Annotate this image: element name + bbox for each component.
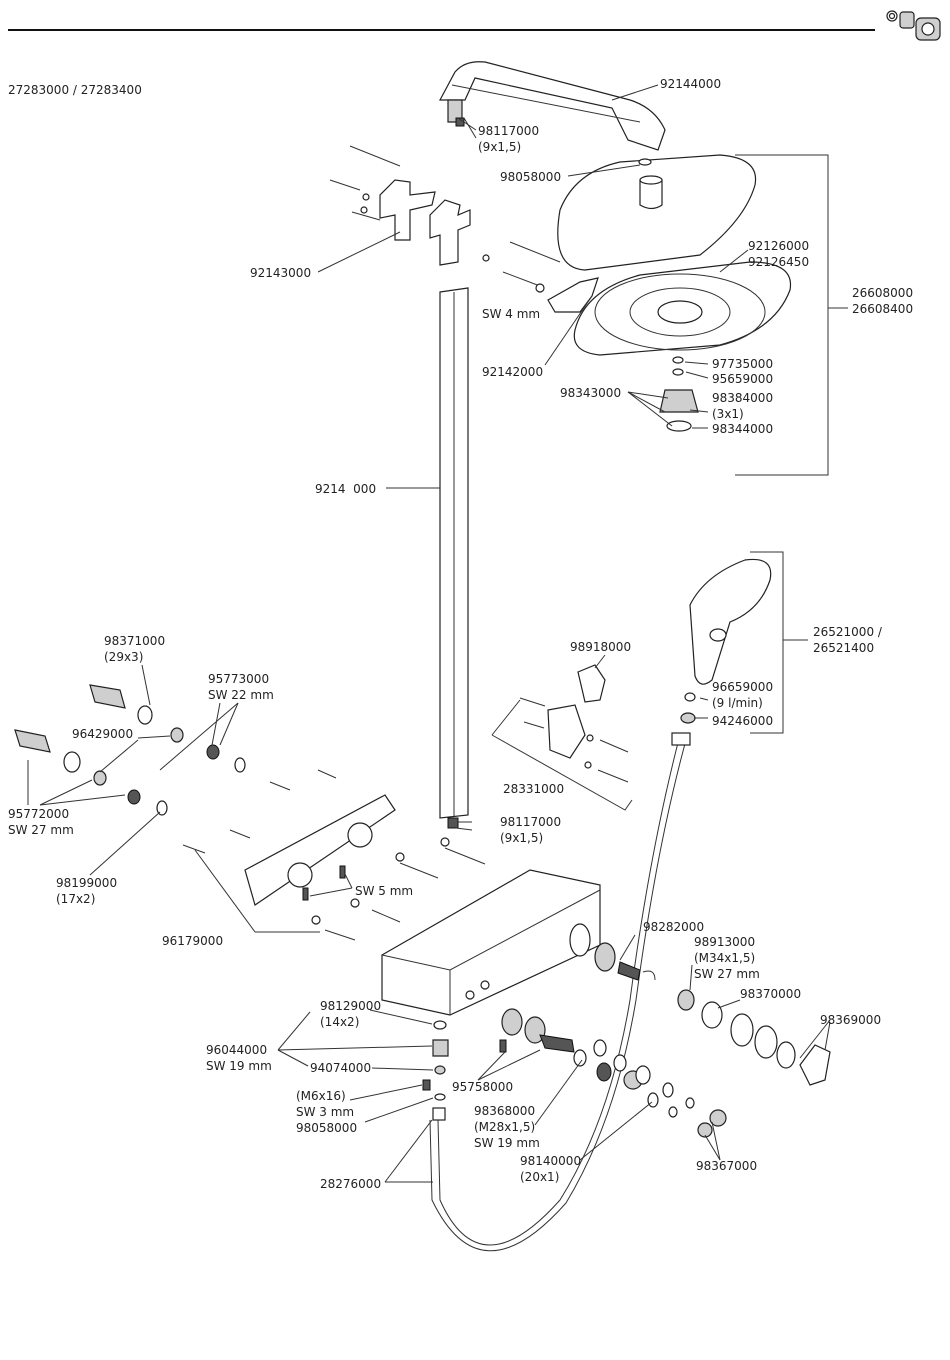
label-98368000: 98368000 (M28x1,5) SW 19 mm xyxy=(474,1104,540,1150)
outlet-parts xyxy=(422,1020,449,1121)
label-98370000: 98370000 xyxy=(740,987,802,1001)
wall-brackets xyxy=(329,145,471,266)
label-98343000: 98343000 xyxy=(560,386,622,400)
label-98058000-top: 98058000 xyxy=(500,170,562,184)
label-98344000: 98344000 xyxy=(712,422,774,436)
s-union-connectors xyxy=(14,684,246,816)
hand-shower-holder xyxy=(519,664,629,783)
label-92143000: 92143000 xyxy=(250,266,312,280)
label-96659000: 96659000 (9 l/min) xyxy=(712,680,774,710)
label-98918000: 98918000 xyxy=(570,640,632,654)
shower-arm xyxy=(438,61,666,151)
flow-cartridge xyxy=(659,356,699,432)
label-96179000: 96179000 xyxy=(162,934,224,948)
label-28276000: 28276000 xyxy=(320,1177,382,1191)
label-98129000: 98129000 (14x2) xyxy=(320,999,382,1029)
label-96429000: 96429000 xyxy=(72,727,134,741)
label-92144000: 92144000 xyxy=(660,77,722,91)
riser-pipe xyxy=(439,287,469,829)
shower-hose xyxy=(437,734,681,1246)
label-m6x16: (M6x16) SW 3 mm 98058000 xyxy=(296,1089,358,1135)
label-98367000: 98367000 xyxy=(696,1159,758,1173)
model-number: 27283000 / 27283400 xyxy=(8,83,142,97)
label-28331000: 28331000 xyxy=(503,782,565,796)
group-bracket-26608000 xyxy=(735,154,829,476)
label-92142000: 92142000 xyxy=(482,365,544,379)
label-98913000: 98913000 (M34x1,5) SW 27 mm xyxy=(694,935,760,981)
leader-lines xyxy=(27,84,831,1183)
nut-icon xyxy=(886,10,941,41)
label-98199000: 98199000 (17x2) xyxy=(56,876,118,906)
label-95773000: 95773000 SW 22 mm xyxy=(208,672,274,702)
label-98117000-top: 98117000 (9x1,5) xyxy=(478,124,540,154)
label-98117000-bottom: 98117000 (9x1,5) xyxy=(500,815,562,845)
label-98140000: 98140000 (20x1) xyxy=(520,1154,582,1184)
head-shower-spray-face xyxy=(573,261,792,356)
lower-nuts-rings xyxy=(499,1008,727,1138)
label-26521000: 26521000 / 26521400 xyxy=(813,625,882,655)
holder-screws xyxy=(482,241,561,293)
label-98384000: 98384000 (3x1) xyxy=(712,391,774,421)
label-sw-5mm: SW 5 mm xyxy=(355,884,414,898)
label-94074000: 94074000 xyxy=(310,1061,372,1075)
hand-shower xyxy=(689,558,772,685)
label-26608000: 26608000 26608400 xyxy=(852,286,914,316)
label-9214000: 9214 000 xyxy=(315,482,377,496)
wall-plate-screws xyxy=(182,769,486,941)
label-sw-4mm: SW 4 mm xyxy=(482,307,541,321)
label-97735000: 97735000 xyxy=(712,357,774,371)
flow-limiter xyxy=(684,692,696,702)
label-95659000: 95659000 xyxy=(712,372,774,386)
group-bracket-28331000 xyxy=(491,699,633,811)
group-bracket-26521000 xyxy=(750,551,784,734)
label-96044000: 96044000 SW 19 mm xyxy=(206,1043,272,1073)
head-shower-top xyxy=(557,154,757,271)
thermostat-cartridge-parts xyxy=(594,942,831,1086)
label-98282000: 98282000 xyxy=(643,920,705,934)
label-95758000: 95758000 xyxy=(452,1080,514,1094)
thermostat-body xyxy=(381,869,601,1016)
wall-plate xyxy=(244,794,396,906)
label-95772000: 95772000 SW 27 mm xyxy=(8,807,74,837)
label-92126000: 92126000 92126450 xyxy=(748,239,810,269)
label-98369000: 98369000 xyxy=(820,1013,882,1027)
label-94246000: 94246000 xyxy=(712,714,774,728)
label-98371000: 98371000 (29x3) xyxy=(104,634,166,664)
